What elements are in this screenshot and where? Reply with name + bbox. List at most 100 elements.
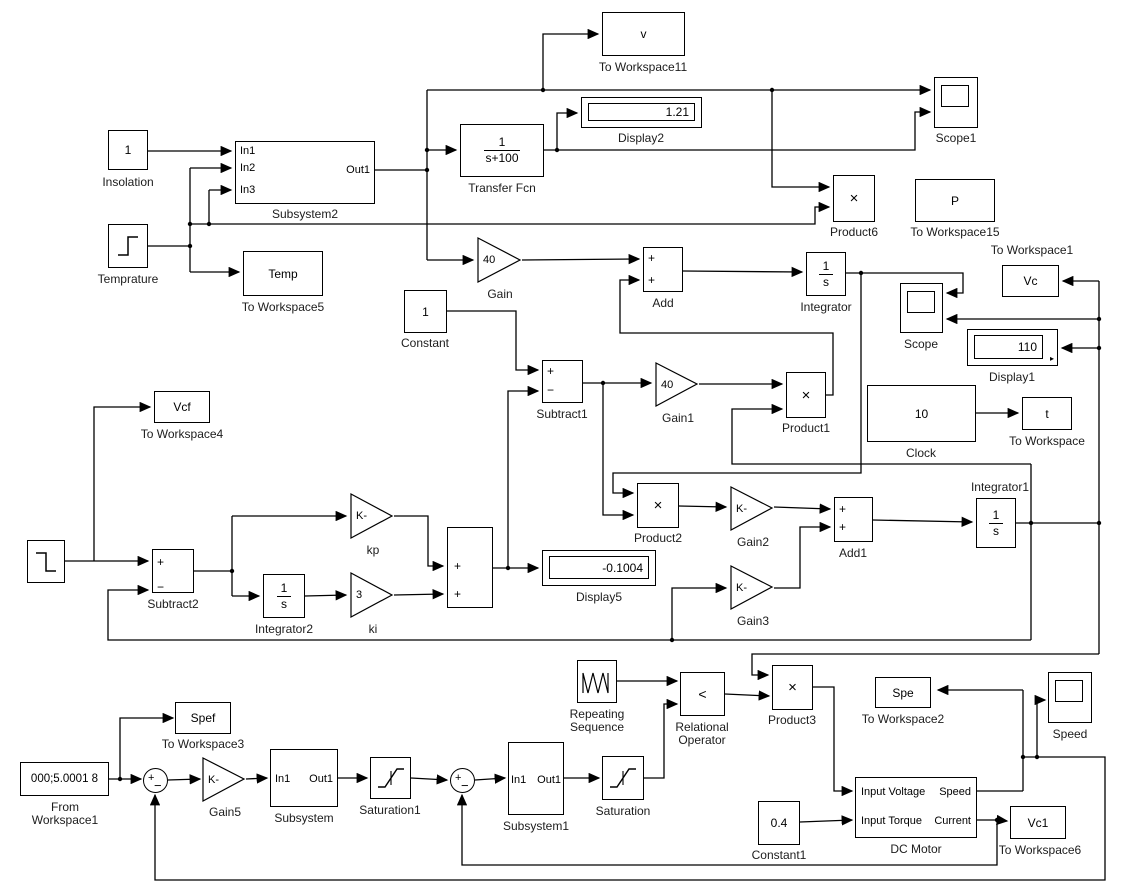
sum-circle2-minus-sign: − [461, 778, 469, 793]
integrator2-label: Integrator2 [254, 622, 314, 636]
block-step-temprature[interactable] [108, 224, 148, 268]
block-speed-scope[interactable] [1048, 672, 1092, 723]
to-workspace6-label: To Workspace6 [998, 843, 1082, 857]
block-integrator[interactable]: 1 s [806, 252, 846, 296]
speed-scope-label: Speed [1052, 727, 1088, 741]
block-display1[interactable]: 110 ▸ [967, 329, 1058, 366]
saturation1-icon [377, 768, 404, 788]
product3-multiply-icon: × [788, 679, 797, 696]
block-add[interactable]: + + [643, 247, 683, 292]
add1-sign-1: + [839, 502, 847, 516]
block-gain[interactable]: 40 [477, 237, 522, 283]
block-to-workspace4[interactable]: Vcf [154, 391, 210, 423]
sum-circle2-plus-sign: + [455, 772, 462, 784]
integrator1-label: Integrator1 [970, 480, 1030, 494]
block-scope1[interactable] [934, 77, 978, 128]
block-integrator2[interactable]: 1 s [263, 574, 305, 618]
product6-label: Product6 [829, 225, 879, 239]
display1-label: Display1 [988, 370, 1036, 384]
from-workspace1-label-line1: From [51, 800, 79, 814]
to-workspace3-label: To Workspace3 [161, 737, 245, 751]
block-to-workspace[interactable]: t [1022, 397, 1072, 430]
product6-multiply-icon: × [849, 190, 859, 207]
saturation-icon [610, 768, 636, 788]
subsystem-port-in1: In1 [275, 773, 291, 785]
to-workspace-value: t [1045, 406, 1049, 421]
block-subsystem[interactable]: In1 Out1 [270, 749, 338, 807]
block-constant[interactable]: 1 [404, 290, 447, 333]
block-gain3[interactable]: K- [730, 565, 774, 610]
block-to-workspace11[interactable]: v [602, 12, 685, 56]
gain1-label: Gain1 [661, 411, 695, 425]
block-transfer-fcn[interactable]: 1 s+100 [460, 124, 544, 177]
block-to-workspace2[interactable]: Spe [875, 677, 931, 708]
subtract1-sign-minus: − [547, 383, 555, 397]
block-relational-operator[interactable]: < [680, 672, 725, 716]
block-dc-motor[interactable]: Input Voltage Input Torque Speed Current [855, 777, 977, 838]
to-workspace15-label: To Workspace15 [910, 225, 1000, 239]
block-display5[interactable]: -0.1004 [542, 550, 656, 586]
subsystem2-port-in3: In3 [240, 184, 256, 196]
subsystem1-port-out1: Out1 [537, 774, 561, 786]
repeating-sequence-label-line1: Repeating [569, 707, 625, 721]
sum-circle1-minus-sign: − [154, 778, 162, 793]
block-to-workspace5[interactable]: Temp [243, 251, 323, 296]
block-to-workspace1[interactable]: Vc [1002, 265, 1059, 297]
block-kp[interactable]: K- [350, 493, 394, 539]
block-gain1[interactable]: 40 [655, 362, 699, 407]
block-saturation1[interactable] [370, 757, 411, 799]
dc-motor-port-input-voltage: Input Voltage [861, 786, 926, 798]
sum-unnamed-sign-1: + [454, 559, 462, 573]
dc-motor-port-speed: Speed [939, 786, 971, 798]
integrator2-denominator: s [281, 596, 287, 611]
sum-circle1-plus-sign: + [148, 772, 155, 784]
block-step-reference[interactable] [27, 540, 65, 583]
block-sum-circle1[interactable]: + − [143, 768, 168, 793]
block-scope[interactable] [900, 283, 943, 333]
block-to-workspace6[interactable]: Vc1 [1010, 806, 1066, 839]
block-clock[interactable]: 10 [867, 385, 976, 442]
add-sign-1: + [648, 251, 656, 265]
block-constant-insolation[interactable]: 1 [108, 130, 148, 170]
block-sum-unnamed[interactable]: + + [447, 527, 493, 608]
block-ki[interactable]: 3 [350, 572, 394, 618]
integrator1-numerator: 1 [988, 508, 1004, 524]
block-from-workspace1[interactable]: 000;5.0001 8 [20, 762, 109, 796]
block-integrator1[interactable]: 1 s [976, 498, 1016, 548]
block-subtract2[interactable]: + − [152, 549, 194, 593]
block-product2[interactable]: × [637, 483, 679, 528]
block-saturation[interactable] [602, 756, 644, 800]
product2-multiply-icon: × [653, 497, 663, 514]
saturation-label: Saturation [595, 804, 651, 818]
block-subtract1[interactable]: + − [542, 360, 583, 403]
block-repeating-sequence[interactable] [577, 660, 617, 703]
speed-scope-screen-icon [1055, 680, 1083, 702]
block-product3[interactable]: × [772, 665, 813, 710]
subsystem-port-out1: Out1 [309, 773, 333, 785]
block-to-workspace15[interactable]: P [915, 179, 995, 222]
kp-value: K- [356, 510, 367, 522]
to-workspace11-value: v [640, 27, 647, 41]
gain2-value: K- [736, 502, 747, 515]
gain5-value: K- [208, 773, 219, 786]
product1-multiply-icon: × [801, 386, 811, 404]
block-product1[interactable]: × [786, 372, 826, 418]
block-subsystem2[interactable]: In1 In2 In3 Out1 [235, 141, 375, 204]
subtract2-label: Subtract2 [147, 597, 199, 611]
dc-motor-label: DC Motor [890, 842, 942, 856]
block-sum-circle2[interactable]: + − [450, 768, 475, 793]
to-workspace3-value: Spef [190, 711, 216, 725]
block-constant1[interactable]: 0.4 [758, 801, 800, 845]
block-add1[interactable]: + + [834, 497, 873, 542]
to-workspace4-label: To Workspace4 [140, 427, 224, 441]
block-gain2[interactable]: K- [730, 486, 774, 531]
subsystem2-label: Subsystem2 [271, 207, 339, 221]
subsystem1-label: Subsystem1 [502, 819, 570, 833]
block-subsystem1[interactable]: In1 Out1 [508, 742, 564, 815]
block-product6[interactable]: × [833, 175, 875, 222]
block-to-workspace3[interactable]: Spef [175, 702, 231, 734]
block-gain5[interactable]: K- [202, 757, 246, 802]
block-display2[interactable]: 1.21 [581, 97, 702, 128]
scope1-screen-icon [941, 85, 969, 107]
temprature-label: Temprature [97, 272, 159, 286]
